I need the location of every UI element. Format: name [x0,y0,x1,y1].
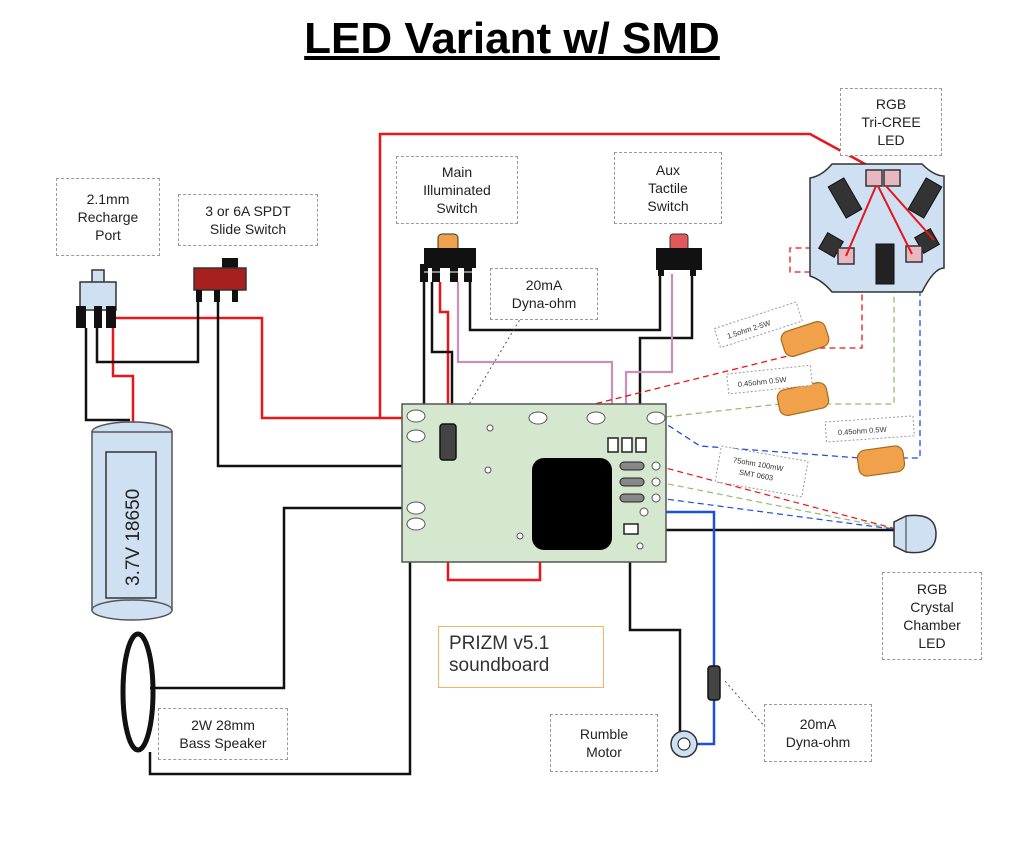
bass-speaker [120,631,156,753]
wire-black-port-battery [84,328,130,422]
dyna-ohm-bottom [707,665,721,701]
wire-black-switch-board [216,300,414,468]
recharge-port [76,269,117,328]
rumble-motor-label: Rumble Motor [550,714,658,772]
dyna-ohm-top [439,423,457,461]
diagram-title: LED Variant w/ SMD [304,14,720,63]
wire-black-speaker-a [150,506,414,690]
resistor-3-label: 0.45ohm 0.5W [838,425,888,437]
crystal-led-label: RGB Crystal Chamber LED [882,572,982,660]
resistor-3-label-box [824,415,915,443]
dyna-ohm-bottom-label: 20mA Dyna-ohm [764,704,872,762]
wire-black-rumble [628,530,682,738]
pointer-dyna-bottom [723,679,767,729]
wire-black-port-switch [95,300,200,364]
soundboard-label: PRIZM v5.1 soundboard [438,626,604,688]
wire-pink-mainswitch-board [456,282,614,444]
wire-dash-blue-crystal-1 [657,497,901,531]
wire-dash-green-crystal-1 [657,481,901,531]
resistor-1 [780,321,830,357]
main-switch-label: Main Illuminated Switch [396,156,518,224]
aux-tactile-switch [656,233,702,276]
recharge-port-label: 2.1mm Recharge Port [56,178,160,256]
slide-switch-label: 3 or 6A SPDT Slide Switch [178,194,318,246]
wire-dash-green-tricree [655,209,921,419]
aux-switch-label: Aux Tactile Switch [614,152,722,224]
wire-black-mainswitch-dyna [430,282,454,432]
wire-black-aux-board [638,274,694,444]
dyna-ohm-top-label: 20mA Dyna-ohm [490,268,598,320]
wire-red-port-battery [111,318,135,428]
slide-switch [193,258,247,302]
resistor-1-label-box [713,301,803,349]
wire-dash-red-crystal-1 [657,465,901,531]
crystal-chamber-led [893,514,937,554]
battery: 3.7V 18650 [91,421,173,621]
rumble-motor [670,730,698,758]
wire-black-mainswitch-aux [468,274,662,332]
tri-cree-label: RGB Tri-CREE LED [840,88,942,156]
resistor-2-label-box [726,364,813,395]
battery-label: 3.7V 18650 [123,489,144,586]
wire-blue-motor-b [694,700,716,746]
tri-cree-led [809,163,945,293]
resistor-3 [856,445,906,477]
main-illuminated-switch [420,233,476,282]
wire-red-switch-board [205,316,410,420]
speaker-label: 2W 28mm Bass Speaker [158,708,288,760]
